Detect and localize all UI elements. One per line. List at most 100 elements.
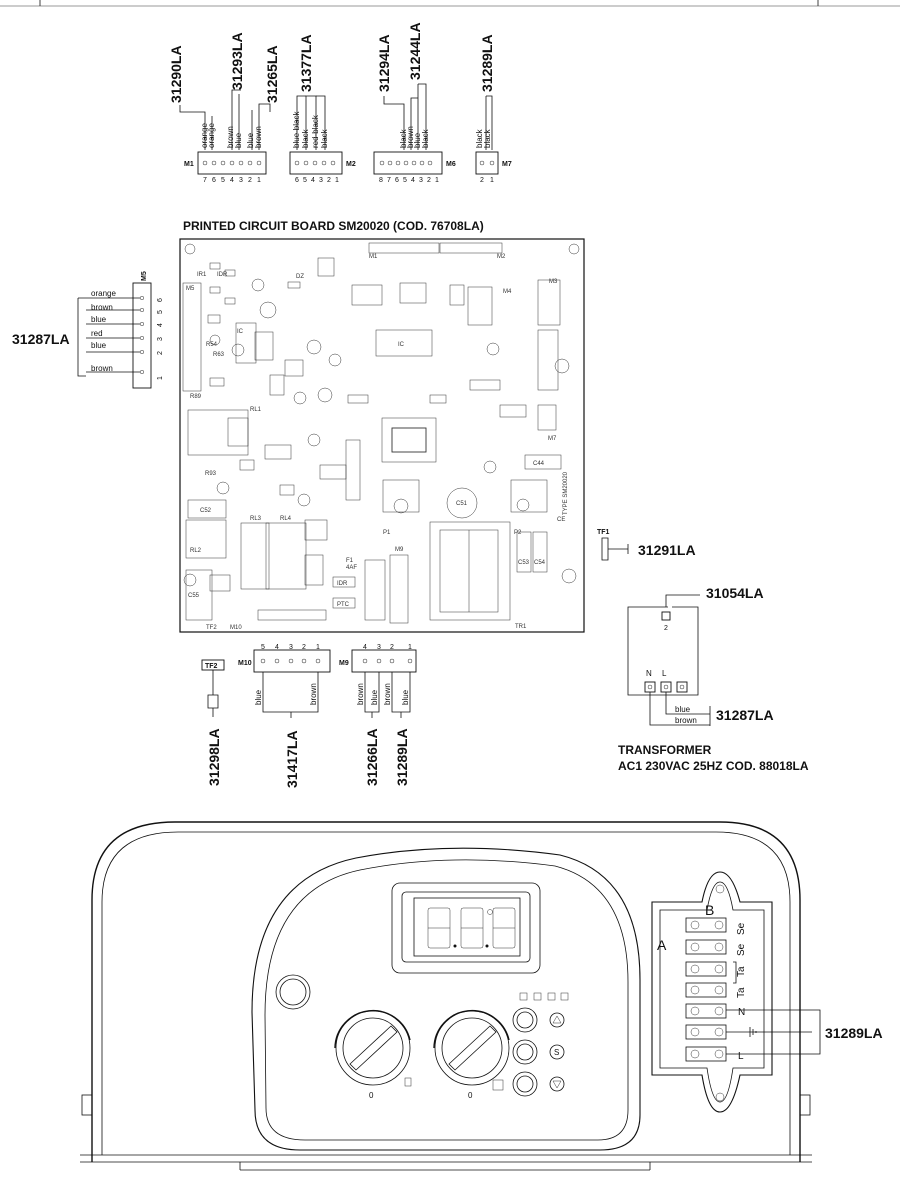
svg-text:1: 1 (408, 644, 412, 651)
svg-text:5: 5 (221, 177, 225, 184)
svg-text:4: 4 (230, 177, 234, 184)
cable-code: 31290LA (168, 45, 184, 103)
svg-text:TR1: TR1 (515, 624, 527, 630)
svg-text:Ta: Ta (736, 987, 747, 998)
svg-text:PTC: PTC (337, 602, 350, 608)
svg-text:IDR: IDR (337, 581, 348, 587)
svg-text:5: 5 (261, 644, 265, 651)
connector-m5: M5 6 5 4 3 2 1 orange brown blue red blu… (12, 271, 164, 389)
transformer-title: TRANSFORMER (618, 743, 712, 757)
svg-text:red: red (91, 329, 103, 338)
svg-text:C44: C44 (533, 461, 545, 467)
svg-text:P2: P2 (514, 530, 522, 536)
svg-text:C55: C55 (188, 593, 200, 599)
button-down[interactable] (512, 1071, 565, 1097)
cable-code: 31291LA (638, 542, 696, 558)
svg-text:R54: R54 (206, 342, 218, 348)
svg-text:N: N (738, 1007, 745, 1018)
svg-text:Se: Se (736, 922, 747, 935)
svg-text:4: 4 (157, 323, 164, 327)
svg-text:black: black (320, 128, 329, 148)
svg-text:blue: blue (675, 705, 691, 714)
board-title: PRINTED CIRCUIT BOARD SM20020 (COD. 7670… (183, 219, 484, 233)
svg-text:6: 6 (212, 177, 216, 184)
button-up[interactable] (512, 1007, 565, 1033)
svg-text:2: 2 (327, 177, 331, 184)
svg-text:brown: brown (406, 126, 415, 148)
svg-text:orange: orange (200, 123, 209, 148)
svg-text:1: 1 (335, 177, 339, 184)
cable-code: 31054LA (706, 585, 764, 601)
svg-text:3: 3 (239, 177, 243, 184)
svg-text:8: 8 (379, 177, 383, 184)
transformer: 2 31054LA N L blue brown 31287LA TRANSFO… (618, 585, 809, 773)
svg-text:black: black (421, 128, 430, 148)
svg-text:3: 3 (377, 644, 381, 651)
svg-text:2: 2 (248, 177, 252, 184)
cable-code: 31289LA (825, 1025, 883, 1041)
connector-m10: M10 5 4 3 2 1 blue brown 31417LA (238, 644, 331, 788)
svg-text:M3: M3 (549, 279, 558, 285)
svg-text:orange: orange (207, 123, 216, 148)
svg-text:black: black (483, 128, 492, 148)
svg-text:7: 7 (203, 177, 207, 184)
svg-text:3: 3 (157, 337, 164, 341)
svg-text:blue: blue (370, 689, 379, 705)
connector-label: M6 (446, 161, 456, 168)
svg-text:blue-black: blue-black (292, 111, 301, 148)
cable-code: 31289LA (479, 34, 495, 92)
svg-text:C51: C51 (456, 501, 468, 507)
svg-text:M9: M9 (395, 547, 404, 553)
knob-left[interactable]: 0 (334, 1009, 412, 1100)
svg-text:brown: brown (226, 126, 235, 148)
svg-text:M4: M4 (503, 289, 512, 295)
svg-text:orange: orange (91, 289, 116, 298)
svg-text:1: 1 (316, 644, 320, 651)
reset-button[interactable] (275, 974, 311, 1010)
svg-text:Ta: Ta (736, 966, 747, 977)
cable-code: 31244LA (407, 22, 423, 80)
svg-text:4AF: 4AF (346, 565, 357, 571)
svg-text:black: black (475, 128, 484, 148)
svg-text:TYPE SM20020: TYPE SM20020 (563, 471, 569, 515)
mode-icons (492, 992, 569, 1091)
connector-label: M7 (502, 161, 512, 168)
svg-text:TF2: TF2 (206, 625, 217, 631)
svg-text:Se: Se (736, 943, 747, 956)
button-s[interactable]: S (512, 1039, 565, 1065)
cable-code: 31287LA (716, 707, 774, 723)
svg-text:brown: brown (356, 683, 365, 705)
knob-right-zero: 0 (468, 1091, 473, 1100)
svg-text:IR1: IR1 (197, 272, 207, 278)
sensor-label: TF2 (205, 663, 218, 670)
terminal-b-label: B (705, 902, 714, 918)
svg-text:6: 6 (157, 298, 164, 302)
svg-text:2: 2 (157, 351, 164, 355)
svg-text:RL4: RL4 (280, 516, 292, 522)
svg-text:4: 4 (411, 177, 415, 184)
svg-text:IDR: IDR (217, 272, 228, 278)
svg-text:blue: blue (254, 689, 263, 705)
svg-text:DZ: DZ (296, 274, 304, 280)
svg-text:6: 6 (395, 177, 399, 184)
svg-text:M5: M5 (186, 286, 195, 292)
sensor-tf1: TF1 31291LA (597, 529, 696, 561)
knob-right[interactable]: 0 (433, 1009, 510, 1100)
sensor-tf2: TF2 31298LA (201, 659, 225, 786)
cable-code: 31289LA (394, 728, 410, 786)
svg-text:1: 1 (157, 376, 164, 380)
sensor-label: TF1 (597, 529, 610, 536)
svg-text:blue: blue (246, 132, 255, 148)
connector-label: M5 (141, 271, 148, 281)
svg-text:3: 3 (289, 644, 293, 651)
svg-text:IC: IC (237, 329, 244, 335)
svg-text:4: 4 (363, 644, 367, 651)
svg-text:5: 5 (303, 177, 307, 184)
connector-m1: 31290LA 31293LA 31265LA orange orange br… (168, 32, 280, 184)
svg-text:C52: C52 (200, 508, 212, 514)
connector-label: M10 (238, 660, 252, 667)
svg-text:blue: blue (91, 315, 107, 324)
svg-text:F1: F1 (346, 558, 354, 564)
